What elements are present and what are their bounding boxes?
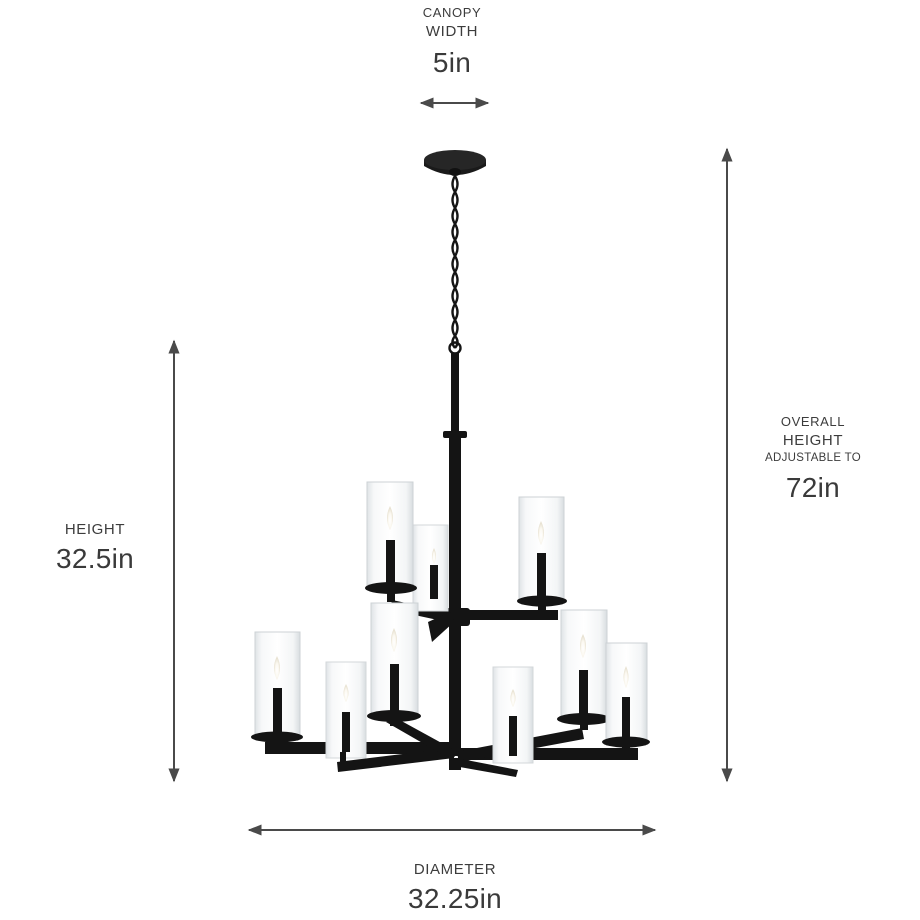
overall-height-label: OVERALL HEIGHT ADJUSTABLE TO 72in [752,413,874,504]
light-lower-left [251,631,303,746]
canopy-width-label-line2: WIDTH [425,23,479,40]
overall-height-label-line3: ADJUSTABLE TO [765,452,861,464]
height-label-text: HEIGHT [64,521,126,538]
light-lower-back-right [492,666,534,764]
light-upper-left [365,481,417,602]
diameter-label-text: DIAMETER [413,861,497,878]
canopy [424,150,486,176]
light-upper-right [517,496,567,612]
diameter-value: 32.25in [408,883,502,914]
chain [448,175,462,355]
canopy-width-value: 5in [432,47,472,78]
diameter-label: DIAMETER 32.25in [375,860,535,915]
overall-height-label-line2: HEIGHT [782,432,844,449]
light-upper-back-center [412,524,449,612]
canopy-width-label: CANOPY WIDTH 5in [392,4,512,79]
light-lower-back-left [325,661,367,764]
light-lower-center-right [557,609,611,730]
light-lower-center-left [367,602,421,726]
height-value: 32.5in [55,543,135,574]
overall-height-value: 72in [785,472,841,503]
canopy-width-label-line1: CANOPY [422,5,482,20]
height-label: HEIGHT 32.5in [35,520,155,575]
light-lower-right [602,642,650,752]
overall-height-label-line1: OVERALL [780,414,846,429]
